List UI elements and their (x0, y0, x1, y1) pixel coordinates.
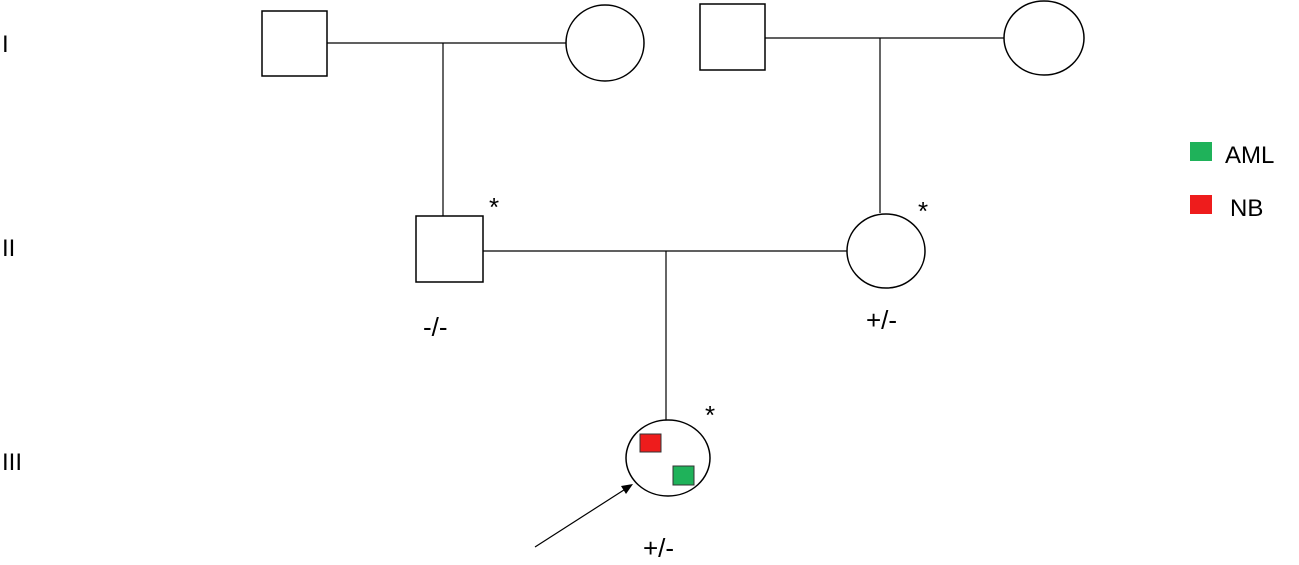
grandmother-paternal-circle (565, 4, 645, 82)
generation-label-iii: III (2, 449, 22, 476)
mother-circle (846, 213, 926, 289)
mother-genotype: +/- (866, 305, 897, 335)
grandfather-maternal-square (699, 3, 766, 71)
legend-label-aml: AML (1225, 142, 1274, 169)
generation-label-ii: II (2, 235, 15, 262)
proband-arrow-shaft (534, 487, 628, 548)
legend-label-nb: NB (1230, 195, 1263, 222)
generation-label-i: I (2, 31, 9, 58)
proband-circle (625, 419, 711, 497)
proband-nb-marker (639, 433, 662, 453)
grandmother-maternal-circle (1003, 0, 1085, 76)
father-square (415, 215, 484, 283)
legend-swatch-aml (1190, 142, 1212, 161)
proband-aml-marker (672, 465, 695, 486)
mother-star-marker: * (918, 196, 928, 226)
proband-star-marker: * (705, 400, 715, 430)
legend-swatch-nb (1190, 195, 1212, 214)
grandfather-paternal-square (261, 10, 328, 77)
proband-genotype: +/- (643, 533, 674, 563)
father-genotype: -/- (423, 312, 448, 342)
father-star-marker: * (489, 192, 499, 222)
proband-arrow-head (621, 484, 633, 494)
